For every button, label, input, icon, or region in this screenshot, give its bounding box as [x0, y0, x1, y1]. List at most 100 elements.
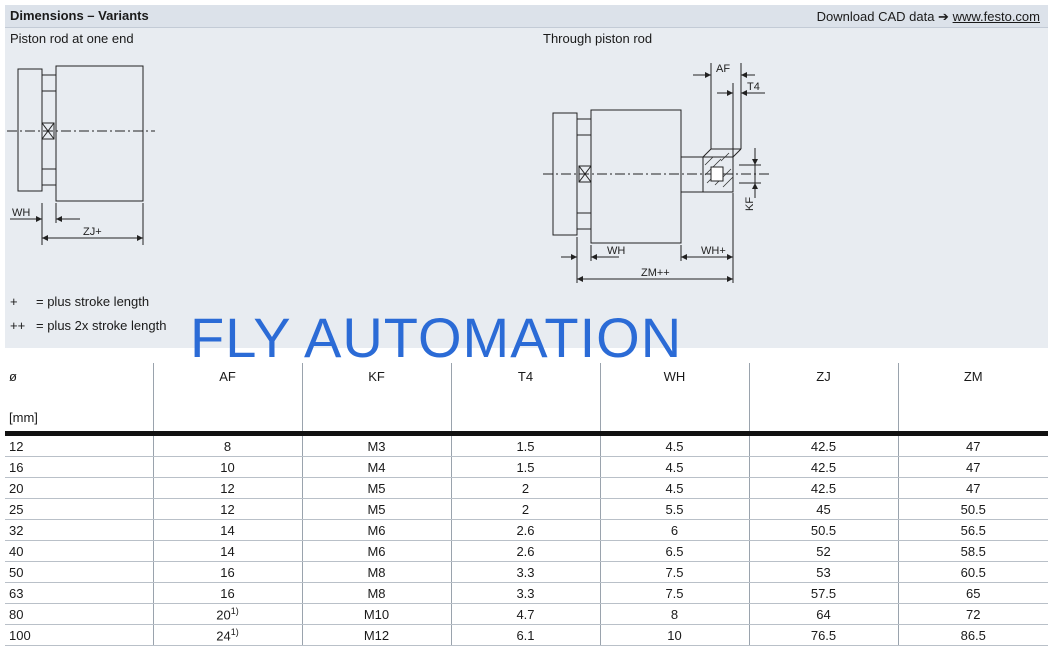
cell-value: 4.7	[516, 606, 535, 622]
table-header-row: ø[mm] AF KF T4 WH ZJ ZM	[5, 363, 1048, 434]
cell-value: 3.3	[516, 564, 535, 580]
cell-value: M3	[367, 438, 386, 454]
table-cell-t4: 4.7	[450, 603, 600, 625]
label-left-wh: WH	[12, 207, 30, 219]
cell-value: 76.5	[810, 627, 837, 643]
table-cell-af: 16	[152, 561, 302, 583]
label-right-kf: KF	[744, 197, 756, 211]
table-cell-wh: 7.5	[599, 561, 749, 583]
table-cell-d: 40	[5, 540, 153, 562]
table-cell-d: 50	[5, 561, 153, 583]
column-header: ø[mm]	[5, 363, 153, 434]
cell-value: 5.5	[665, 501, 684, 517]
table-cell-d: 20	[5, 477, 153, 499]
table-cell-zm: 86.5	[897, 624, 1048, 646]
table-cell-zj: 42.5	[748, 433, 898, 457]
cell-value: 12	[220, 480, 235, 496]
table-cell-d: 16	[5, 456, 153, 478]
cell-value: M12	[363, 627, 390, 643]
table-cell-d: 12	[5, 433, 153, 457]
legend-symbol: ++	[10, 318, 26, 333]
table-cell-zm: 47	[897, 477, 1048, 499]
cell-value: 100	[9, 627, 31, 643]
cell-value: 6	[670, 522, 679, 538]
drawing-piston-rod-one-end: WH ZJ+	[7, 65, 155, 245]
cell-value: 80	[9, 606, 24, 622]
table-cell-af: 201)	[152, 603, 302, 625]
cell-value: M5	[367, 480, 386, 496]
table-cell-wh: 6.5	[599, 540, 749, 562]
table-cell-d: 100	[5, 624, 153, 646]
table-cell-kf: M8	[301, 561, 451, 583]
drawing-through-piston-rod: AF T4 KF WH WH+ ZM++	[543, 63, 771, 283]
cell-value: 57.5	[810, 585, 837, 601]
column-header: ZJ	[748, 363, 898, 434]
download-label: Download CAD data ➔	[816, 9, 949, 24]
watermark: FLY AUTOMATION	[190, 306, 683, 369]
table-cell-zj: 76.5	[748, 624, 898, 646]
cell-value: 47	[966, 438, 981, 454]
label-right-t4: T4	[747, 81, 760, 93]
footnote-marker: 1)	[230, 605, 239, 616]
table-cell-kf: M6	[301, 540, 451, 562]
table-cell-zm: 56.5	[897, 519, 1048, 541]
table-cell-wh: 4.5	[599, 477, 749, 499]
cell-value: 40	[9, 543, 24, 559]
cell-value: 10	[667, 627, 682, 643]
cell-value: 3.3	[516, 585, 535, 601]
table-cell-d: 63	[5, 582, 153, 604]
cell-value: 20	[216, 607, 231, 623]
cell-value: 42.5	[810, 438, 837, 454]
table-cell-kf: M4	[301, 456, 451, 478]
table-cell-wh: 5.5	[599, 498, 749, 520]
cell-value: 4.5	[665, 438, 684, 454]
table-cell-kf: M8	[301, 582, 451, 604]
column-header: ZM	[897, 363, 1048, 434]
table-cell-zm: 47	[897, 456, 1048, 478]
cell-value: 16	[9, 459, 24, 475]
table-cell-t4: 1.5	[450, 433, 600, 457]
table-cell-wh: 6	[599, 519, 749, 541]
table-cell-t4: 3.3	[450, 561, 600, 583]
table-cell-d: 32	[5, 519, 153, 541]
table-cell-t4: 2	[450, 477, 600, 499]
table-cell-af: 241)	[152, 624, 302, 646]
caption-left: Piston rod at one end	[10, 31, 134, 46]
cell-value: 58.5	[960, 543, 986, 559]
table-cell-zm: 60.5	[897, 561, 1048, 583]
cell-value: 12	[220, 501, 235, 517]
cell-value: 1.5	[516, 459, 535, 475]
table-cell-t4: 2	[450, 498, 600, 520]
cell-value: M8	[367, 585, 386, 601]
table-row: 100 241) M12 6.1 10 76.5 86.5	[5, 624, 1048, 646]
cell-value: 16	[220, 564, 235, 580]
cell-value: 14	[220, 522, 235, 538]
table-cell-af: 14	[152, 519, 302, 541]
cell-value: 64	[816, 606, 831, 622]
cell-value: 7.5	[665, 564, 684, 580]
label-right-zm: ZM++	[641, 267, 670, 279]
cell-value: 47	[966, 480, 981, 496]
table-cell-zj: 52	[748, 540, 898, 562]
cell-value: 53	[816, 564, 831, 580]
column-header-label: ø	[9, 369, 17, 384]
legend-row: += plus stroke length	[10, 294, 149, 309]
download-link[interactable]: www.festo.com	[952, 9, 1040, 24]
table-cell-d: 25	[5, 498, 153, 520]
table-cell-wh: 4.5	[599, 433, 749, 457]
table-cell-kf: M12	[301, 624, 451, 646]
cell-value: 4.5	[665, 459, 684, 475]
cell-value: 7.5	[665, 585, 684, 601]
table-cell-af: 12	[152, 498, 302, 520]
cell-value: M10	[363, 606, 390, 622]
cell-value: M8	[367, 564, 386, 580]
table-cell-af: 16	[152, 582, 302, 604]
cell-value: 56.5	[960, 522, 986, 538]
table-cell-t4: 6.1	[450, 624, 600, 646]
